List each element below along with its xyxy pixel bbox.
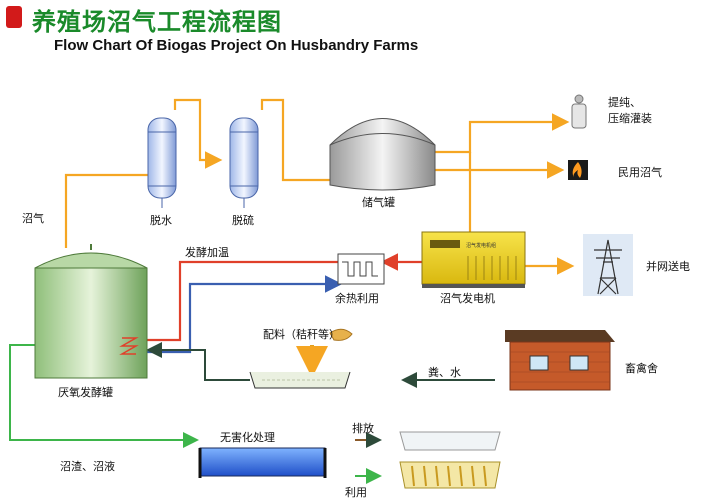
- heat-pipes: [145, 253, 422, 354]
- label-barn: 畜禽舍: [625, 361, 658, 375]
- gas-pipes: [64, 98, 575, 275]
- utilization-tray: [399, 461, 501, 489]
- title-english: Flow Chart Of Biogas Project On Husbandr…: [54, 37, 419, 54]
- pipe-digester-to-treatment: [9, 344, 199, 448]
- label-digester: 厌氧发酵罐: [58, 385, 113, 399]
- dehydrator-column: [147, 117, 177, 208]
- pipe-heat-to-digester: [145, 260, 338, 342]
- label-gas-holder: 储气罐: [362, 195, 395, 209]
- title-marker: [6, 6, 22, 28]
- title-chinese: 养殖场沼气工程流程图: [32, 8, 282, 36]
- label-treatment: 无害化处理: [220, 430, 275, 444]
- power-tower-icon: [583, 234, 633, 296]
- pipe-holder-to-purify: [435, 113, 570, 154]
- premix-trough: [249, 371, 351, 389]
- label-biogas: 沼气: [22, 211, 44, 225]
- digester-tank: [34, 244, 148, 379]
- title-block: 养殖场沼气工程流程图 Flow Chart Of Biogas Project …: [0, 0, 723, 64]
- livestock-barn: [505, 330, 615, 391]
- pipe-dehydrator-to-desulfurizer: [173, 98, 223, 169]
- label-waste-heat: 余热利用: [335, 291, 379, 305]
- generator-plate: 沼气发电机组: [466, 242, 496, 249]
- label-civil-gas: 民用沼气: [618, 165, 662, 179]
- straw-icon: [329, 328, 353, 341]
- pipe-premix-to-digester: [146, 342, 250, 381]
- compress-cylinder-icon: [571, 94, 587, 129]
- label-purify: 提纯、: [608, 96, 641, 109]
- pipe-digester-to-dehydrator: [64, 140, 152, 248]
- label-manure: 粪、水: [428, 365, 461, 379]
- treatment-basin: [198, 447, 327, 478]
- label-desulfurization: 脱硫: [232, 213, 254, 227]
- gas-holder: [329, 118, 436, 191]
- biogas-generator: 沼气发电机组: [421, 231, 526, 288]
- label-feed: 配料（秸秆等）: [263, 327, 340, 341]
- pipe-desulfurizer-to-holder: [260, 98, 330, 182]
- label-utilize: 利用: [345, 486, 367, 499]
- label-discharge: 排放: [352, 421, 374, 435]
- label-residue: 沼渣、沼液: [60, 459, 115, 473]
- discharge-tray: [399, 431, 501, 451]
- flame-icon: [568, 160, 588, 180]
- label-grid: 并网送电: [646, 259, 690, 273]
- label-compress: 压缩灌装: [608, 112, 652, 125]
- pipe-digester-return: [145, 275, 343, 354]
- heat-exchanger: [337, 253, 385, 285]
- residue-pipes: [9, 344, 382, 484]
- label-heating: 发酵加温: [185, 245, 229, 259]
- label-dehydration: 脱水: [150, 213, 172, 227]
- slurry-pipes: [146, 342, 495, 388]
- diagram-labels: 沼气 脱水 脱硫 储气罐 提纯、 压缩灌装 民用沼气 发酵加温 余热利用 沼气发…: [22, 96, 690, 499]
- label-generator: 沼气发电机: [440, 291, 495, 305]
- desulfurizer-column: [229, 117, 259, 208]
